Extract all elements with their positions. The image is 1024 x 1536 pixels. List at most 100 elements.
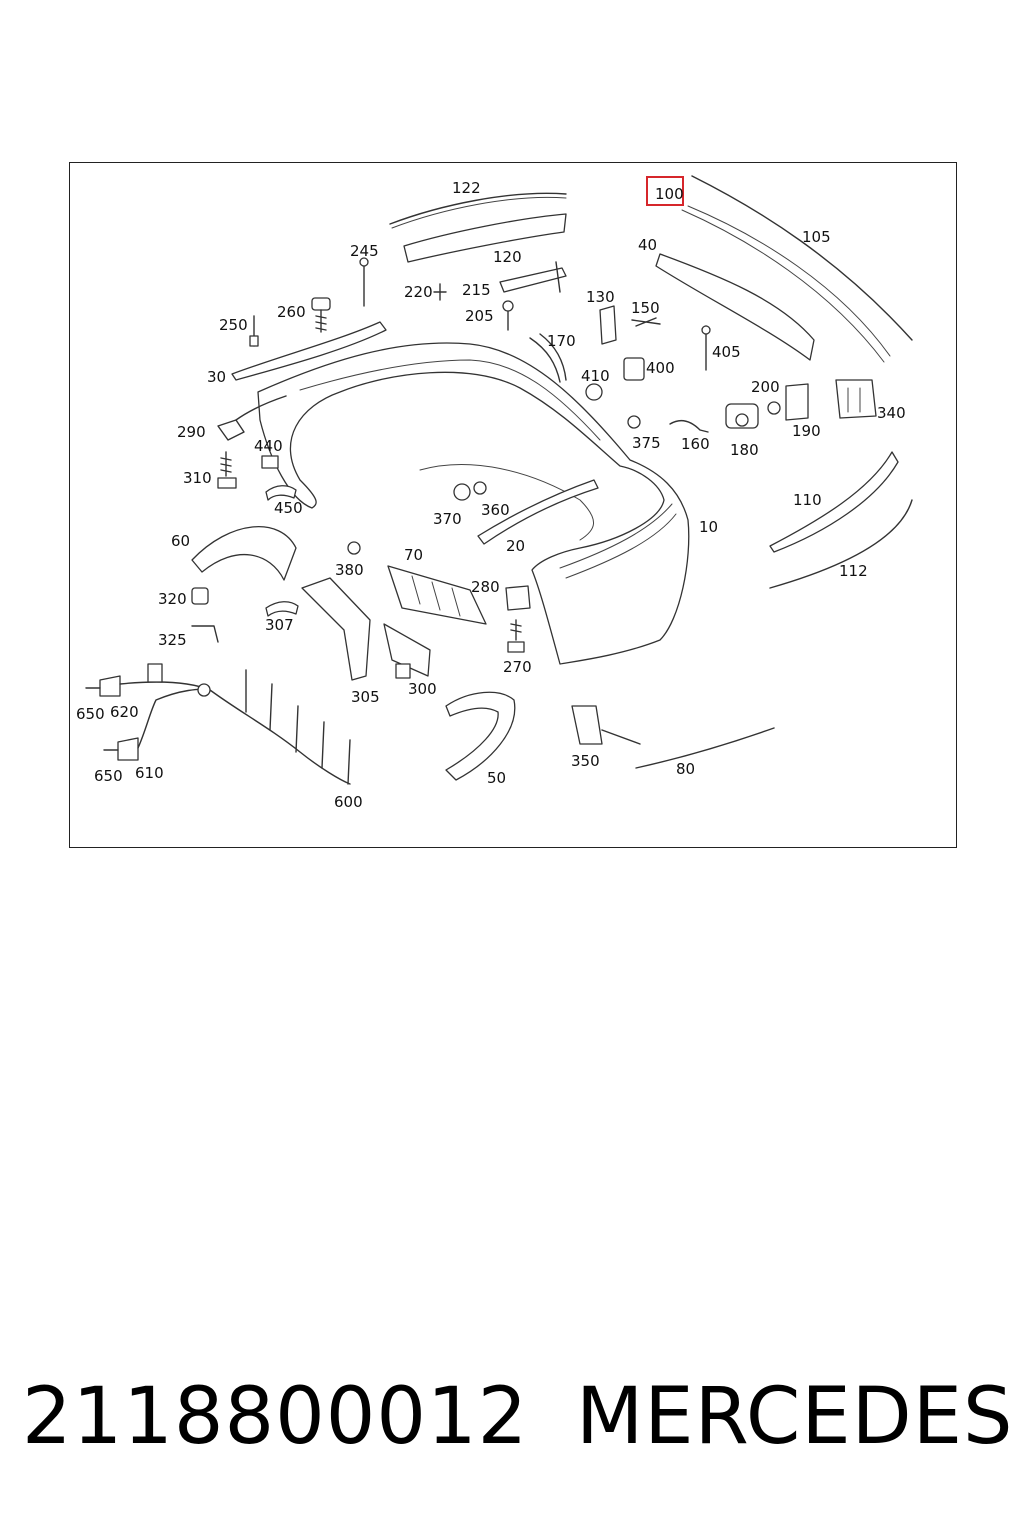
part-307-drawing — [265, 601, 299, 617]
part-30-drawing — [231, 321, 387, 381]
part-label-70: 70 — [404, 546, 423, 564]
part-label-130: 130 — [586, 288, 615, 306]
part-120-drawing — [403, 213, 567, 263]
part-label-60: 60 — [171, 532, 190, 550]
part-label-440: 440 — [254, 437, 283, 455]
part-350-drawing — [571, 705, 603, 745]
part-380-drawing — [347, 541, 361, 555]
part-label-320: 320 — [158, 590, 187, 608]
part-label-250: 250 — [219, 316, 248, 334]
part-325-drawing — [191, 625, 219, 643]
part-215-drawing — [499, 267, 567, 293]
part-label-50: 50 — [487, 769, 506, 787]
footer-caption: 2118800012 MERCEDES — [0, 1372, 1024, 1472]
part-label-405: 405 — [712, 343, 741, 361]
part-400-drawing — [623, 357, 645, 381]
part-370-drawing — [453, 483, 471, 501]
part-80-drawing — [635, 727, 775, 769]
diagram-frame — [69, 162, 957, 848]
part-410-drawing — [585, 383, 603, 401]
part-260-drawing — [311, 297, 331, 333]
part-label-280: 280 — [471, 578, 500, 596]
part-160-drawing — [669, 419, 709, 433]
part-label-110: 110 — [793, 491, 822, 509]
part-label-340: 340 — [877, 404, 906, 422]
part-label-650-top: 650 — [76, 705, 105, 723]
part-label-200: 200 — [751, 378, 780, 396]
part-label-215: 215 — [462, 281, 491, 299]
part-280-drawing — [505, 585, 531, 611]
part-label-260: 260 — [277, 303, 306, 321]
part-310-drawing — [217, 451, 237, 489]
part-220-drawing — [433, 283, 447, 301]
part-112-drawing — [769, 499, 913, 589]
part-360-drawing — [473, 481, 487, 495]
part-label-410: 410 — [581, 367, 610, 385]
part-label-105: 105 — [802, 228, 831, 246]
part-label-650-bottom: 650 — [94, 767, 123, 785]
part-label-220: 220 — [404, 283, 433, 301]
part-105-drawing — [691, 175, 913, 341]
part-300-drawing — [383, 623, 431, 677]
part-label-160: 160 — [681, 435, 710, 453]
part-600-drawing — [119, 663, 351, 785]
part-label-170: 170 — [547, 332, 576, 350]
parts-diagram: 122 100 105 40 245 120 220 215 130 150 2… — [76, 175, 913, 811]
part-450-drawing — [265, 485, 297, 501]
part-label-100[interactable]: 100 — [655, 185, 684, 203]
part-60-drawing — [191, 526, 297, 581]
part-label-20: 20 — [506, 537, 525, 555]
part-label-620: 620 — [110, 703, 139, 721]
part-10-drawing — [257, 342, 690, 665]
part-number: 2118800012 — [22, 1372, 529, 1462]
part-label-375: 375 — [632, 434, 661, 452]
part-130-drawing — [599, 305, 617, 345]
part-label-305: 305 — [351, 688, 380, 706]
part-label-122: 122 — [452, 179, 481, 197]
part-20-drawing — [477, 479, 599, 545]
part-label-205: 205 — [465, 307, 494, 325]
part-40-drawing — [655, 253, 815, 361]
part-label-245: 245 — [350, 242, 379, 260]
part-label-450: 450 — [274, 499, 303, 517]
part-200-drawing — [767, 401, 781, 415]
part-labels: 122 100 105 40 245 120 220 215 130 150 2… — [76, 179, 906, 811]
part-label-360: 360 — [481, 501, 510, 519]
part-122-drawing — [389, 192, 567, 225]
part-150-drawing — [631, 317, 661, 327]
part-label-290: 290 — [177, 423, 206, 441]
part-label-112: 112 — [839, 562, 868, 580]
part-label-180: 180 — [730, 441, 759, 459]
part-label-190: 190 — [792, 422, 821, 440]
part-label-307: 307 — [265, 616, 294, 634]
part-375-drawing — [627, 415, 641, 429]
part-label-370: 370 — [433, 510, 462, 528]
part-label-270: 270 — [503, 658, 532, 676]
part-label-300: 300 — [408, 680, 437, 698]
part-270-drawing — [507, 619, 525, 653]
part-620-drawing — [85, 675, 121, 697]
part-290-drawing — [217, 419, 245, 441]
part-label-310: 310 — [183, 469, 212, 487]
part-70-drawing — [387, 565, 487, 625]
part-440-drawing — [261, 455, 279, 469]
part-label-40: 40 — [638, 236, 657, 254]
part-340-drawing — [835, 379, 877, 419]
part-50-drawing — [445, 691, 516, 781]
part-label-600: 600 — [334, 793, 363, 811]
part-label-400: 400 — [646, 359, 675, 377]
brand-name: MERCEDES — [576, 1372, 1014, 1462]
part-110-drawing — [769, 451, 899, 553]
part-305-drawing — [301, 577, 371, 681]
part-190-drawing — [785, 383, 809, 421]
part-100-highlight-box — [646, 176, 684, 206]
part-320-drawing — [191, 587, 209, 605]
part-drawings — [85, 175, 913, 785]
part-label-150: 150 — [631, 299, 660, 317]
part-label-350: 350 — [571, 752, 600, 770]
part-label-380: 380 — [335, 561, 364, 579]
part-610-drawing — [103, 737, 139, 761]
part-label-325: 325 — [158, 631, 187, 649]
part-170-drawing — [529, 337, 561, 383]
part-label-120: 120 — [493, 248, 522, 266]
